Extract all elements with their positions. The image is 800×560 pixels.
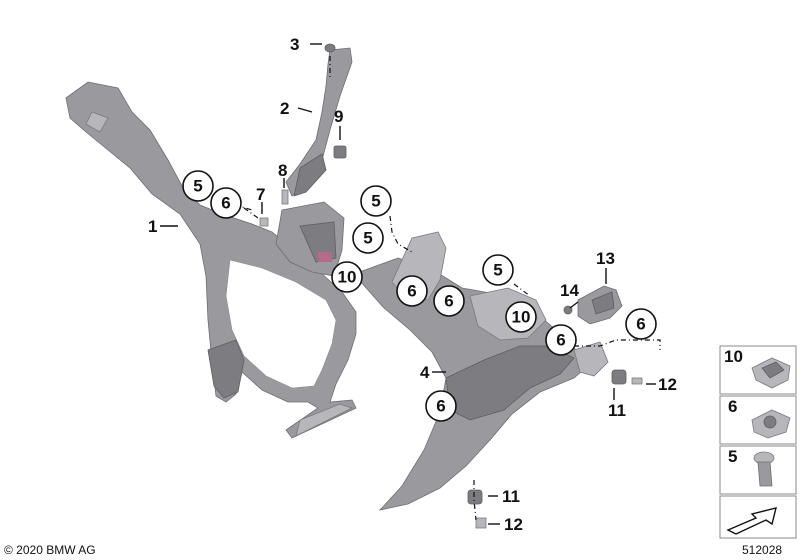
- circled-callout-5a: 5: [182, 170, 214, 202]
- callout-12-upper: 12: [658, 375, 677, 394]
- svg-text:5: 5: [193, 177, 202, 196]
- nut-9-icon: [333, 145, 347, 159]
- callout-2: 2: [280, 99, 289, 118]
- spring-nut-icon: [751, 409, 791, 439]
- callout-12-lower: 12: [504, 515, 523, 534]
- callout-11-lower: 11: [502, 487, 520, 506]
- svg-text:5: 5: [371, 192, 380, 211]
- circled-callout-6d: 6: [545, 324, 577, 356]
- circled-callout-5b: 5: [360, 185, 392, 217]
- callout-13: 13: [596, 249, 615, 268]
- part-2-upper-bracket: [285, 43, 353, 197]
- circled-callout-6f: 6: [425, 390, 457, 422]
- circled-callout-5d: 5: [482, 254, 514, 286]
- svg-text:5: 5: [493, 261, 502, 280]
- svg-text:6: 6: [221, 194, 230, 213]
- copyright-text: © 2020 BMW AG: [4, 543, 96, 557]
- circled-callout-6a: 6: [210, 187, 242, 219]
- callout-14: 14: [560, 281, 579, 300]
- screw-12-lower-icon: [475, 517, 487, 529]
- svg-text:6: 6: [444, 292, 453, 311]
- circled-callout-6e: 6: [625, 308, 657, 340]
- svg-text:6: 6: [556, 331, 565, 350]
- part-4-lower-fairing: [353, 231, 609, 511]
- center-mount-bracket: [275, 201, 345, 277]
- circled-callout-10a: 10: [331, 261, 363, 293]
- circled-callout-6c: 6: [433, 285, 465, 317]
- circled-callout-6b: 6: [396, 275, 428, 307]
- callout-9: 9: [334, 107, 343, 126]
- grommet-11-upper-icon: [611, 369, 627, 385]
- callout-4: 4: [420, 363, 430, 382]
- spacer-8-icon: [281, 189, 289, 205]
- screw-12-upper-icon: [631, 377, 643, 385]
- callout-7: 7: [256, 185, 265, 204]
- screw-7-icon: [259, 217, 269, 227]
- legend-item-6-number: 6: [728, 397, 737, 416]
- callout-3: 3: [290, 35, 299, 54]
- fasteners: [259, 145, 643, 529]
- diagram-number: 512028: [742, 543, 782, 557]
- callout-11-upper: 11: [608, 401, 626, 420]
- svg-text:6: 6: [436, 397, 445, 416]
- part-13-side-bracket: [577, 285, 623, 325]
- circled-callout-10b: 10: [505, 301, 537, 333]
- direction-arrow-icon: [726, 507, 777, 535]
- part-1-left-frame: [65, 81, 357, 439]
- grommet-11-lower-icon: [467, 489, 483, 505]
- legend-item-5-number: 5: [728, 447, 737, 466]
- plain-callouts: 3 2 9 8 7 1 4 13 14 11 12 11 12: [148, 35, 677, 534]
- svg-text:6: 6: [636, 315, 645, 334]
- svg-text:10: 10: [512, 308, 531, 327]
- callout-8: 8: [278, 161, 287, 180]
- fastener-legend: 10 6 5: [719, 345, 797, 539]
- clip-nut-icon: [751, 357, 791, 389]
- torx-screw-icon: [753, 451, 775, 487]
- svg-text:6: 6: [407, 282, 416, 301]
- callout-1: 1: [148, 217, 157, 236]
- circled-callouts: 5 6 5 5 10 6 6 5 10 6 6 6: [182, 170, 657, 422]
- legend-item-10-number: 10: [724, 347, 743, 366]
- svg-text:5: 5: [363, 229, 372, 248]
- svg-text:10: 10: [338, 268, 357, 287]
- circled-callout-5c: 5: [352, 222, 384, 254]
